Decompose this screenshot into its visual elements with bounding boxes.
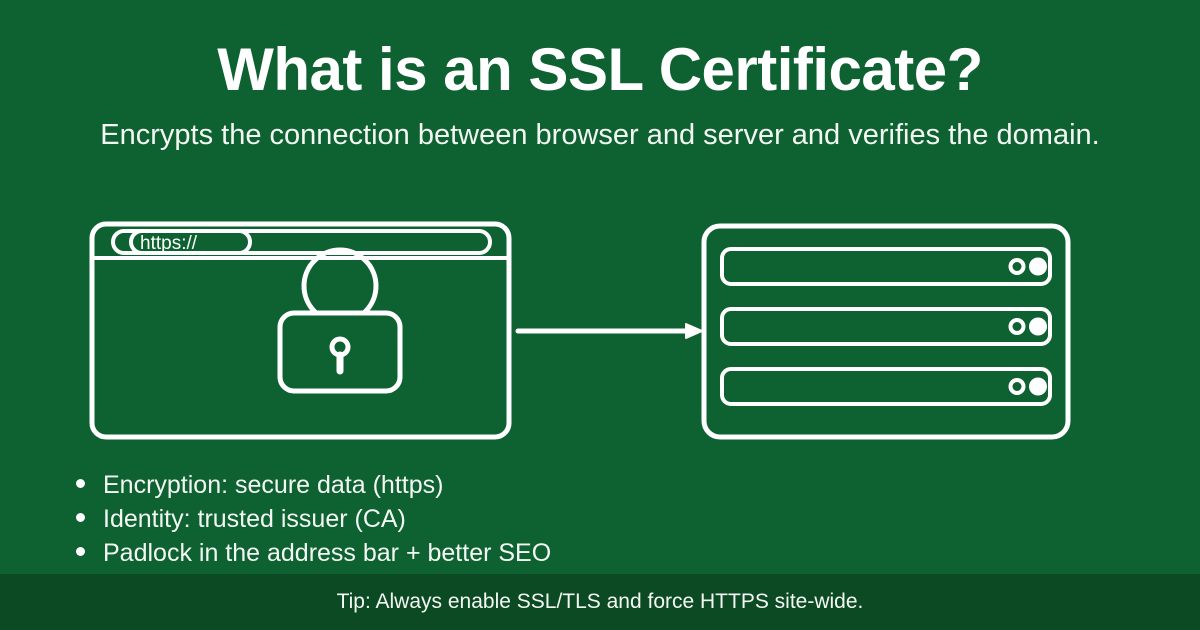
list-item: Identity: trusted issuer (CA) — [76, 502, 976, 536]
bullet-dot-icon — [76, 479, 85, 488]
feature-list: Encryption: secure data (https) Identity… — [76, 468, 976, 570]
connection-arrowhead — [685, 323, 703, 339]
list-item-label: Encryption: secure data (https) — [103, 471, 444, 499]
connection-arrow — [515, 323, 703, 339]
address-bar-scheme-label: https:// — [140, 233, 198, 254]
browser-window — [89, 221, 512, 440]
server-led-filled-icon — [1029, 257, 1047, 276]
server-led-filled-icon — [1029, 377, 1047, 396]
server-slot-body — [720, 307, 1052, 346]
server-led-filled-icon — [1029, 317, 1047, 336]
tip-banner: Tip: Always enable SSL/TLS and force HTT… — [0, 574, 1200, 630]
server-led-hollow-icon — [1008, 318, 1026, 335]
server-slot — [720, 247, 1052, 286]
browser-window-frame — [89, 221, 512, 440]
server-slot-body — [720, 367, 1052, 406]
page-subtitle: Encrypts the connection between browser … — [100, 119, 1100, 151]
server-led-hollow-icon — [1008, 378, 1026, 395]
server-rack — [701, 223, 1071, 440]
bullet-dot-icon — [76, 547, 85, 556]
illustration: https:// — [0, 205, 1200, 455]
tip-banner-text: Tip: Always enable SSL/TLS and force HTT… — [336, 590, 864, 613]
https-label-pill — [129, 229, 252, 255]
list-item: Encryption: secure data (https) — [76, 468, 976, 502]
bullet-dot-icon — [76, 513, 85, 522]
address-bar[interactable] — [111, 229, 492, 255]
list-item-label: Padlock in the address bar + better SEO — [103, 539, 552, 567]
server-slot-body — [720, 247, 1052, 286]
server-slot — [720, 307, 1052, 346]
server-slot — [720, 367, 1052, 406]
page-title: What is an SSL Certificate? — [217, 36, 983, 103]
server-led-hollow-icon — [1008, 258, 1026, 275]
list-item: Padlock in the address bar + better SEO — [76, 536, 976, 570]
list-item-label: Identity: trusted issuer (CA) — [103, 505, 406, 533]
padlock-icon — [277, 247, 403, 394]
server-rack-frame — [701, 223, 1071, 440]
